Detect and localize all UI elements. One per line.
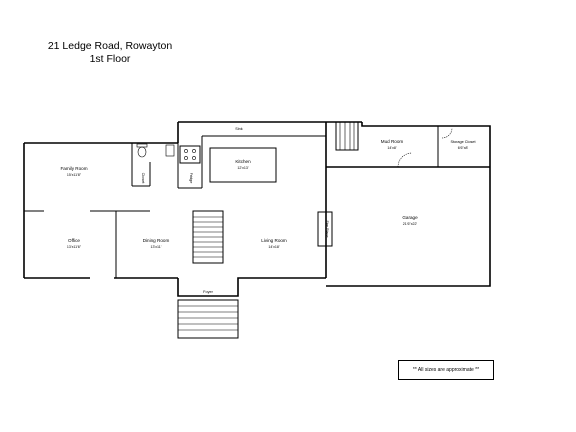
approximate-note-text: ** All sizes are approximate ** (412, 367, 480, 373)
kitchen-dim: 12'x13' (237, 166, 248, 170)
office-dim: 13'x11'6" (67, 245, 82, 249)
sink-label: Sink (235, 127, 242, 131)
living-room-dim: 14'x18' (268, 245, 279, 249)
mud-room-dim: 14'x8' (387, 146, 396, 150)
family-room-dim: 15'x11'8" (67, 173, 82, 177)
floor-title: 1st Floor (89, 53, 131, 65)
mudroom-door-swing (397, 152, 413, 168)
mudroom-stairs (335, 121, 359, 151)
storage-closet-dim: 6'6"x8' (458, 146, 469, 150)
fireplace-box (317, 211, 333, 247)
dining-room-dim: 13'x11' (151, 245, 162, 249)
closet-label: Closet (141, 173, 145, 185)
address-title: 21 Ledge Road, Rowayton (47, 40, 173, 52)
title-block: 21 Ledge Road, Rowayton 1st Floor (40, 40, 180, 66)
kitchen-island (209, 147, 277, 183)
stair-treads (178, 122, 355, 331)
garage-dim: 21'6"x22' (403, 222, 418, 226)
fridge-label: Fridge (189, 173, 193, 184)
living-room-label: Living Room (261, 238, 287, 243)
garage-label: Garage (402, 215, 418, 220)
wall-garage-outline (326, 122, 491, 287)
exterior-walls (23, 121, 491, 297)
kitchen-label: Kitchen (235, 159, 251, 164)
approximate-note: ** All sizes are approximate ** (398, 360, 494, 380)
storage-door-swing (441, 127, 453, 139)
interior-walls (24, 121, 439, 339)
dining-room-label: Dining Room (143, 238, 170, 243)
office-label: Office (68, 238, 80, 243)
fireplace-label: Fire Place (325, 220, 329, 237)
range-box (179, 145, 201, 164)
foyer-label: Foyer (203, 290, 213, 294)
fixtures (136, 143, 196, 160)
toilet-icon (137, 146, 147, 158)
door-swings (397, 127, 453, 168)
mud-room-label: Mud Room (381, 139, 404, 144)
family-room-label: Family Room (60, 166, 87, 171)
storage-closet-label: Storage Closet (450, 140, 476, 144)
wall-foyer (177, 277, 326, 297)
sink-vanity-icon (165, 144, 175, 157)
entry-stairs (177, 299, 239, 339)
